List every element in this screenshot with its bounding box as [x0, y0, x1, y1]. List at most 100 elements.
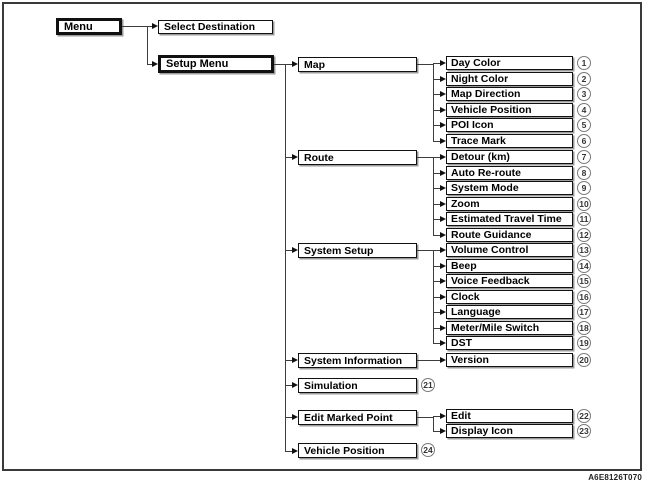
- node-edit-marked-point: Edit Marked Point: [298, 410, 417, 425]
- arrow-right-icon: [292, 154, 298, 160]
- arrow-right-icon: [440, 106, 446, 113]
- connector-line: [433, 416, 434, 432]
- arrow-right-icon: [152, 61, 158, 67]
- figure-code: A6E8126T070: [588, 473, 642, 482]
- num-badge-1: 1: [577, 56, 591, 70]
- num-badge-15: 15: [577, 274, 591, 288]
- arrow-right-icon: [440, 200, 446, 207]
- num-badge-13: 13: [577, 243, 591, 257]
- arrow-right-icon: [292, 61, 298, 67]
- arrow-right-icon: [440, 309, 446, 315]
- num-badge-4: 4: [577, 102, 591, 117]
- connector-line: [122, 26, 152, 27]
- connector-line: [433, 431, 440, 432]
- connector-line: [433, 63, 434, 141]
- num-badge-8: 8: [577, 165, 591, 180]
- leaf-beep: Beep: [446, 258, 573, 273]
- leaf-night-color: Night Color: [446, 71, 573, 86]
- num-badge-18: 18: [577, 320, 591, 335]
- connector-line: [417, 64, 433, 65]
- connector-line: [433, 109, 440, 111]
- num-badge-19: 19: [577, 336, 591, 350]
- leaf-detour: Detour (km): [446, 150, 573, 164]
- leaf-volume-control: Volume Control: [446, 243, 573, 257]
- connector-line: [417, 157, 433, 158]
- leaf-system-mode: System Mode: [446, 181, 573, 195]
- connector-line: [285, 417, 292, 418]
- leaf-zoom: Zoom: [446, 196, 573, 211]
- leaf-estimated-travel-time: Estimated Travel Time: [446, 212, 573, 226]
- arrow-right-icon: [292, 448, 298, 454]
- num-badge-14: 14: [577, 258, 591, 273]
- arrow-right-icon: [152, 23, 158, 29]
- connector-line: [433, 281, 440, 282]
- node-map: Map: [298, 57, 417, 72]
- num-badge-12: 12: [577, 227, 591, 242]
- arrow-right-icon: [292, 382, 298, 388]
- arrow-right-icon: [440, 137, 446, 144]
- num-badge-11: 11: [577, 212, 591, 226]
- arrow-right-icon: [440, 357, 446, 363]
- node-vehicle-position: Vehicle Position: [298, 443, 417, 458]
- arrow-right-icon: [440, 428, 446, 434]
- connector-line: [433, 157, 440, 158]
- connector-line: [417, 360, 440, 361]
- arrow-right-icon: [440, 324, 446, 331]
- connector-line: [433, 63, 440, 64]
- arrow-right-icon: [440, 216, 446, 222]
- arrow-right-icon: [440, 91, 446, 97]
- connector-line: [147, 26, 148, 64]
- arrow-right-icon: [440, 247, 446, 253]
- connector-line: [433, 125, 440, 126]
- connector-line: [417, 250, 433, 251]
- connector-line: [433, 296, 440, 298]
- leaf-display-icon: Display Icon: [446, 424, 573, 438]
- connector-line: [433, 140, 440, 142]
- connector-line: [433, 265, 440, 267]
- connector-line: [285, 360, 292, 361]
- arrow-right-icon: [292, 357, 298, 363]
- connector-line: [433, 234, 440, 236]
- num-badge-10: 10: [577, 196, 591, 211]
- arrow-right-icon: [440, 340, 446, 346]
- leaf-vehicle-position: Vehicle Position: [446, 102, 573, 117]
- connector-line: [417, 417, 433, 418]
- arrow-right-icon: [440, 154, 446, 160]
- leaf-day-color: Day Color: [446, 56, 573, 70]
- num-badge-20: 20: [577, 353, 591, 367]
- leaf-dst: DST: [446, 336, 573, 350]
- arrow-right-icon: [292, 414, 298, 420]
- leaf-version: Version: [446, 353, 573, 367]
- leaf-language: Language: [446, 305, 573, 319]
- node-simulation: Simulation: [298, 378, 417, 393]
- node-system-setup: System Setup: [298, 243, 417, 258]
- node-menu: Menu: [56, 18, 122, 35]
- num-badge-5: 5: [577, 118, 591, 132]
- connector-line: [147, 64, 152, 65]
- connector-line: [433, 416, 440, 417]
- connector-line: [433, 343, 440, 344]
- leaf-clock: Clock: [446, 289, 573, 304]
- arrow-right-icon: [440, 75, 446, 82]
- arrow-right-icon: [440, 278, 446, 284]
- num-badge-17: 17: [577, 305, 591, 319]
- connector-line: [433, 78, 440, 80]
- connector-line: [433, 312, 440, 313]
- arrow-right-icon: [440, 122, 446, 128]
- connector-line: [285, 157, 292, 158]
- leaf-poi-icon: POI Icon: [446, 118, 573, 132]
- leaf-voice-feedback: Voice Feedback: [446, 274, 573, 288]
- arrow-right-icon: [440, 169, 446, 176]
- arrow-right-icon: [292, 247, 298, 253]
- leaf-meter-mile-switch: Meter/Mile Switch: [446, 320, 573, 335]
- num-badge-7: 7: [577, 150, 591, 164]
- arrow-right-icon: [440, 60, 446, 66]
- num-badge-24: 24: [421, 443, 435, 457]
- connector-line: [433, 172, 440, 174]
- num-badge-21: 21: [421, 378, 435, 392]
- connector-line: [433, 219, 440, 220]
- connector-line: [433, 94, 440, 95]
- connector-line: [433, 157, 434, 235]
- connector-line: [285, 451, 292, 452]
